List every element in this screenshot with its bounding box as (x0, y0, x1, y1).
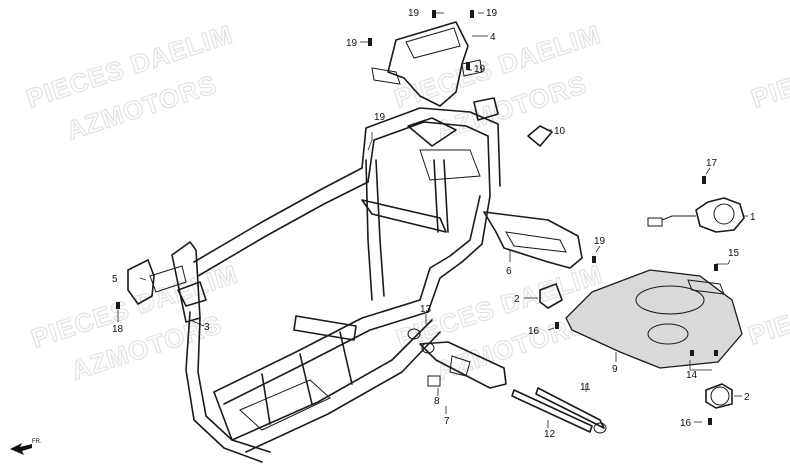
callout-number: 2 (744, 392, 750, 403)
callout-number: 4 (490, 32, 496, 43)
bolt-icon (592, 256, 596, 263)
main-frame (171, 97, 501, 463)
bolt-icon (708, 418, 712, 425)
callout-number: 9 (612, 364, 618, 375)
callout-number: 19 (486, 8, 498, 19)
rubber-part-2-lower (705, 383, 733, 425)
bolt-icon (368, 38, 372, 46)
callout-number: 19 (594, 236, 606, 247)
bolt-icon (690, 350, 694, 356)
callout-number: 12 (544, 429, 556, 440)
arrow-left-icon (10, 443, 32, 455)
bracket-part-4 (368, 10, 483, 107)
bolt-icon (714, 350, 718, 356)
horn-part-1 (647, 176, 745, 233)
bolt-icon (466, 62, 470, 70)
callout-number: 11 (580, 382, 591, 393)
rubber-part-2 (539, 283, 563, 329)
callout-number: 1 (750, 212, 756, 223)
callout-number: 3 (204, 322, 210, 333)
callout-number: 10 (554, 126, 566, 137)
callout-number: 5 (112, 274, 118, 285)
callout-number: 16 (680, 418, 692, 429)
shaft-parts-11-12 (511, 387, 607, 434)
bolt-icon (116, 302, 120, 309)
callout-numbers: 19 19 19 4 19 19 10 17 1 19 6 15 5 18 3 … (112, 8, 756, 440)
plate-part-10 (527, 125, 553, 147)
watermark-text: PIE (748, 71, 790, 113)
callout-number: 19 (374, 112, 386, 123)
leader-lines (117, 12, 748, 428)
bracket-part-5 (116, 259, 187, 309)
cover-part-9 (565, 264, 743, 369)
callout-number: 6 (506, 266, 512, 277)
callout-number: 15 (728, 248, 740, 259)
bolt-icon (470, 10, 474, 18)
bolt-icon (702, 176, 706, 184)
callout-number: 19 (346, 38, 358, 49)
callout-number: 16 (528, 326, 540, 337)
callout-number: 8 (434, 396, 440, 407)
callout-number: 13 (420, 304, 432, 315)
callout-number: 17 (706, 158, 718, 169)
callout-number: 7 (444, 416, 450, 427)
direction-indicator: FR. (10, 439, 42, 455)
direction-label: FR. (32, 439, 42, 445)
bolt-icon (555, 322, 559, 329)
callout-number: 14 (686, 370, 698, 381)
watermark-text: PIECES (745, 291, 790, 351)
pivot-part-7 (407, 328, 507, 389)
callout-number: 2 (514, 294, 520, 305)
callout-number: 18 (112, 324, 124, 335)
bracket-part-6 (483, 211, 596, 269)
bolt-icon (432, 10, 436, 18)
callout-number: 19 (408, 8, 420, 19)
callout-number: 19 (474, 64, 486, 75)
bolt-icon (714, 264, 718, 271)
